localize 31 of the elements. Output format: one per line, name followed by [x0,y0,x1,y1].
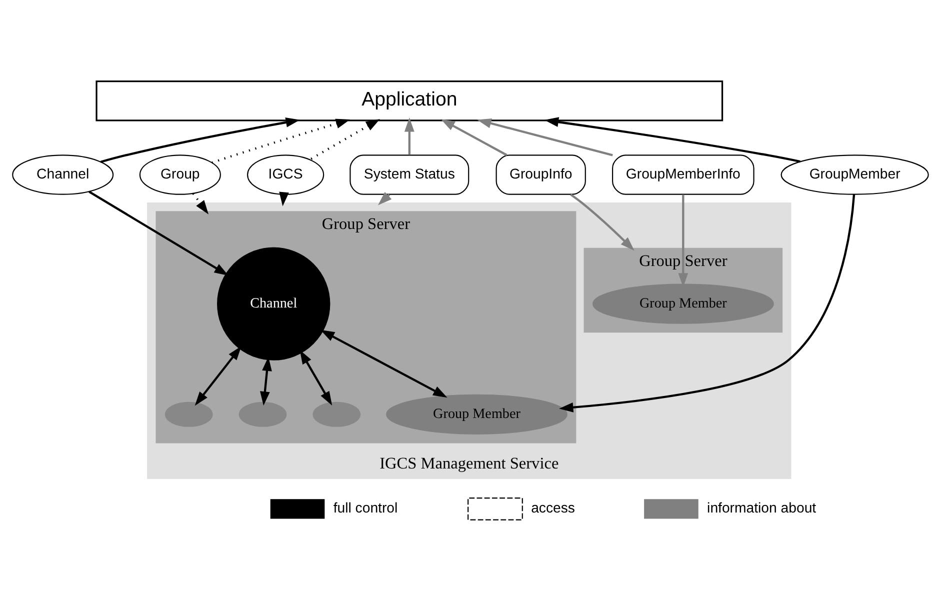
node-box: Application [96,80,724,122]
node-box: System Status [350,154,470,195]
arrow [260,356,272,406]
arrow [320,330,448,398]
node-box: GroupMemberInfo [612,154,754,195]
arrow [88,190,229,276]
legend-label: access [531,500,575,516]
arrow [559,194,856,412]
arrow [309,118,380,161]
node-ellipse [164,402,213,427]
node-ellipse: Group [139,154,221,195]
arrow [192,192,209,214]
arrow [544,117,800,163]
node-box: GroupInfo [496,154,586,195]
arrow [570,194,634,251]
node-ellipse [312,402,361,427]
node-ellipse: GroupMember [780,154,929,195]
arrow [404,118,414,155]
legend-label: full control [333,500,398,516]
arrow [440,119,508,156]
node-ellipse: Group Member [386,394,568,435]
arrow [279,192,289,206]
arrow [212,118,350,164]
arrow [300,350,332,406]
arrow [100,118,300,163]
node-ellipse: Group Member [592,284,774,324]
arrow [477,118,613,156]
arrow [194,346,242,406]
node-ellipse [238,402,287,427]
legend-label: information about [707,500,816,516]
node-ellipse: Channel [12,154,114,195]
